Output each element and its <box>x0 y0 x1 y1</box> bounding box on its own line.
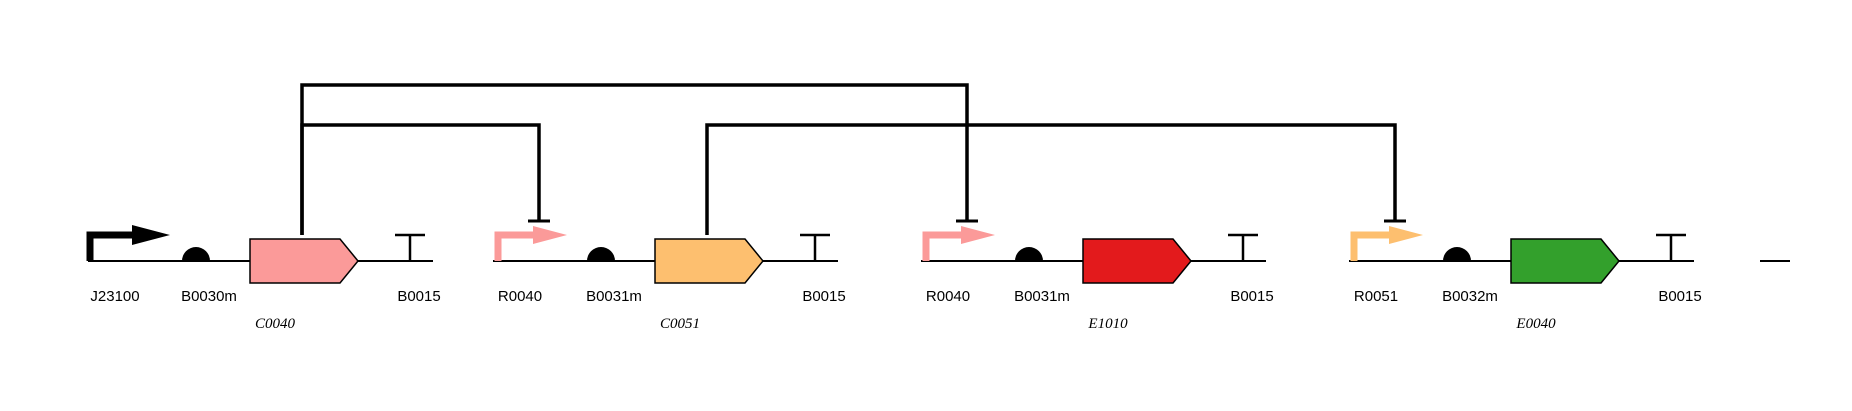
rbs-glyph <box>587 247 615 261</box>
module-3 <box>921 226 1266 284</box>
module-2 <box>493 226 838 284</box>
rbs-glyph <box>1443 247 1471 261</box>
terminator-label: B0015 <box>1658 288 1701 305</box>
regulation-wires <box>300 83 1406 235</box>
promoter-label: R0051 <box>1354 288 1398 305</box>
promoter-arrowhead <box>132 225 170 245</box>
repression-wire <box>300 123 541 235</box>
promoter-label: R0040 <box>498 288 542 305</box>
terminator-label: B0015 <box>1230 288 1273 305</box>
promoter-arrowhead <box>1389 226 1423 244</box>
promoter-glyph <box>86 231 136 261</box>
rbs-label: B0030m <box>181 288 237 305</box>
cds-label: C0051 <box>660 316 700 332</box>
promoter-arrowhead <box>533 226 567 244</box>
cds-glyph <box>249 238 359 284</box>
module-4 <box>1349 226 1694 284</box>
cds-glyph <box>1082 238 1192 284</box>
cds-glyph <box>654 238 764 284</box>
repression-wire <box>300 83 969 235</box>
rbs-glyph <box>1015 247 1043 261</box>
promoter-arrowhead <box>961 226 995 244</box>
rbs-label: B0031m <box>1014 288 1070 305</box>
promoter-label: J23100 <box>90 288 139 305</box>
cds-label: E0040 <box>1515 316 1556 332</box>
cds-label: C0040 <box>255 316 296 332</box>
terminator-label: B0015 <box>802 288 845 305</box>
cds-glyph <box>1510 238 1620 284</box>
rbs-label: B0031m <box>586 288 642 305</box>
promoter-label: R0040 <box>926 288 970 305</box>
promoter-glyph <box>1350 231 1393 261</box>
terminator-label: B0015 <box>397 288 440 305</box>
promoter-glyph <box>922 231 965 261</box>
rbs-glyph <box>182 247 210 261</box>
rbs-label: B0032m <box>1442 288 1498 305</box>
module-1 <box>86 225 433 284</box>
promoter-glyph <box>494 231 537 261</box>
cds-label: E1010 <box>1087 316 1128 332</box>
repression-wire <box>705 123 1397 235</box>
